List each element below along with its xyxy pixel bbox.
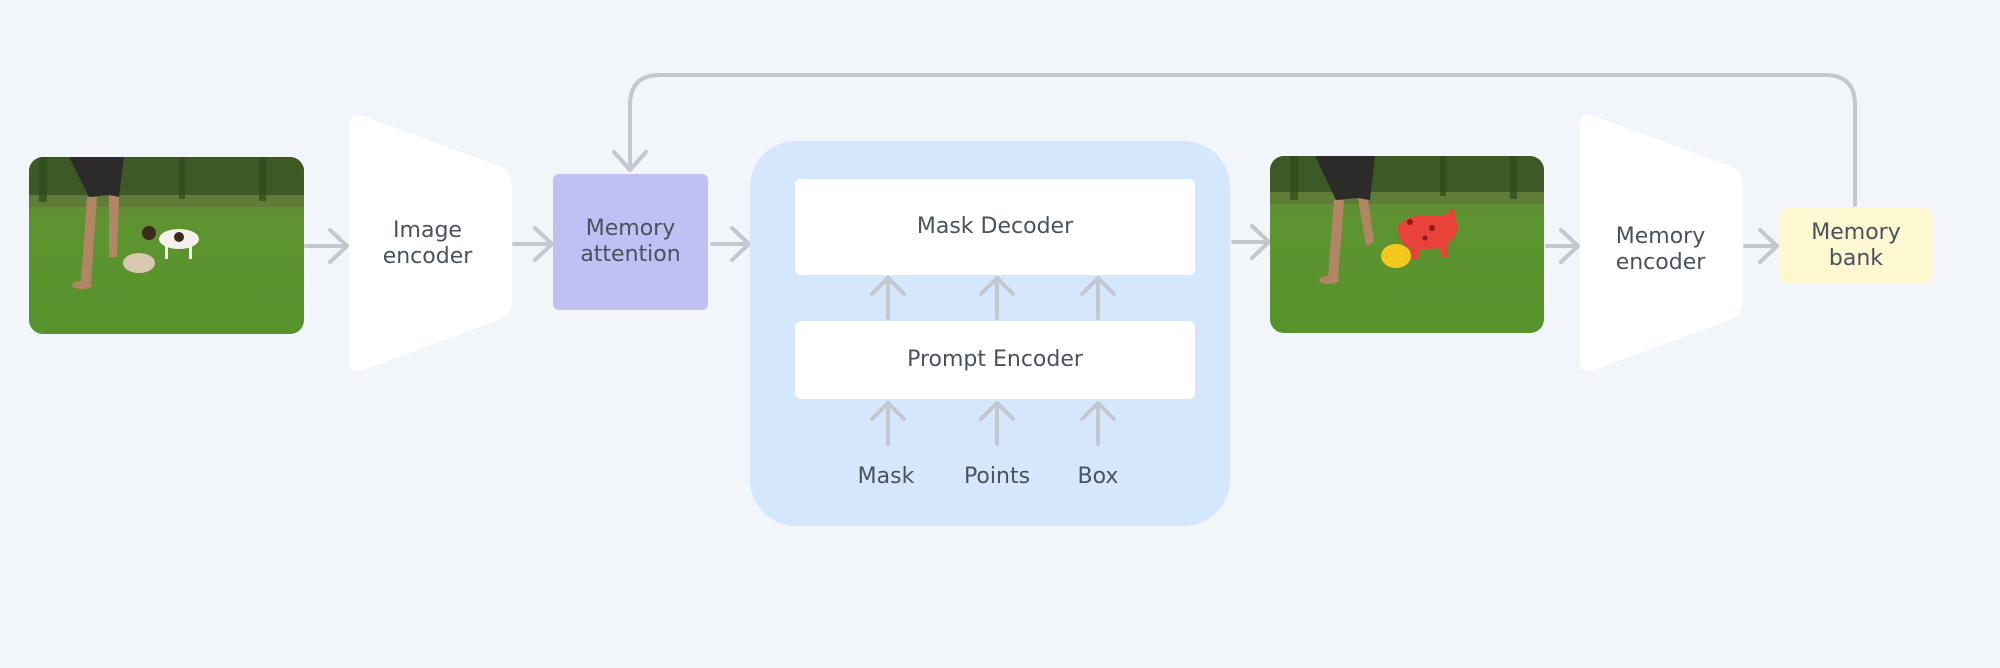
arrow-points-to-pe (979, 401, 1015, 446)
arrow-memenc-to-bank (1743, 228, 1779, 264)
arrow-box-to-pe (1080, 401, 1116, 446)
memory-bank-label: Memory bank (1811, 219, 1901, 271)
arrow-pe-to-md-2 (979, 276, 1015, 320)
arrow-image-to-encoder (304, 228, 349, 264)
image-encoder-label: Image encoder (382, 218, 473, 269)
prompt-input-points: Points (963, 464, 1031, 489)
memory-encoder-label: Memory encoder (1615, 224, 1706, 275)
image-encoder-shape (349, 114, 512, 372)
memory-encoder-shape (1580, 114, 1743, 372)
arrow-pe-to-md-3 (1080, 276, 1116, 320)
arrow-output-to-memenc (1545, 228, 1580, 264)
arrow-pe-to-md-1 (870, 276, 906, 320)
prompt-encoder-label: Prompt Encoder (907, 347, 1083, 372)
arrow-attention-to-sam (710, 226, 751, 262)
feedback-arrowhead (612, 150, 648, 172)
prompt-encoder-block: Prompt Encoder (795, 321, 1195, 399)
memory-feedback-loop (628, 73, 1857, 207)
mask-decoder-block: Mask Decoder (795, 179, 1195, 275)
arrow-mask-to-pe (870, 401, 906, 446)
prompt-input-box: Box (1077, 464, 1119, 489)
arrow-sam-to-output (1231, 224, 1271, 260)
memory-bank-block: Memory bank (1779, 207, 1933, 284)
prompt-input-mask: Mask (857, 464, 915, 489)
memory-attention-label: Memory attention (580, 216, 681, 267)
input-frame-image (29, 157, 304, 334)
arrow-encoder-to-attention (512, 226, 554, 262)
mask-decoder-label: Mask Decoder (916, 214, 1074, 239)
output-frame-image (1270, 156, 1544, 333)
memory-attention-block: Memory attention (553, 174, 708, 310)
